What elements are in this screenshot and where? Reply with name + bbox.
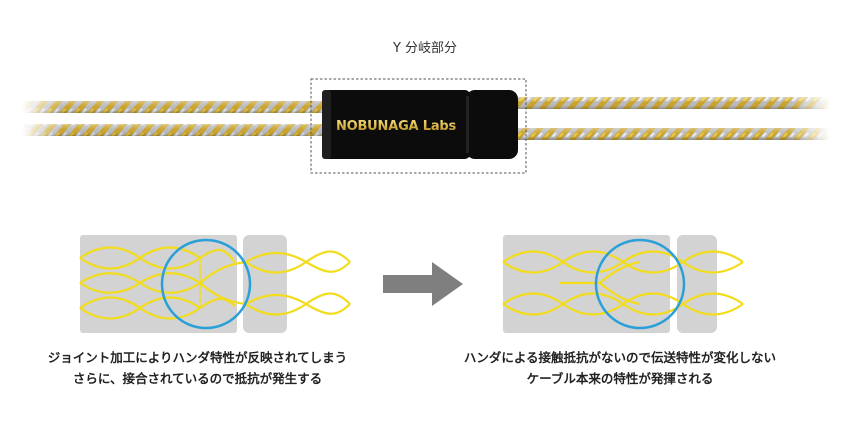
caption-left-line2: さらに、接合されているので抵抗が発生する	[72, 371, 323, 386]
caption-right: ハンダによる接触抵抗がないので伝送特性が変化しない ケーブル本来の特性が発揮され…	[420, 347, 820, 389]
caption-left-line1: ジョイント加工によりハンダ特性が反映されてしまう	[47, 350, 348, 365]
joint-wires-left	[79, 246, 236, 320]
joint-diagram	[79, 235, 351, 333]
cable-left	[22, 98, 322, 140]
caption-right-line2: ケーブル本来の特性が発揮される	[526, 371, 714, 386]
splitter-body	[322, 90, 470, 159]
cable-right	[518, 94, 830, 142]
cable-assembly: NOBUNAGA Labs	[22, 78, 830, 174]
caption-right-line1: ハンダによる接触抵抗がないので伝送特性が変化しない	[463, 350, 777, 365]
continuous-focus-circle	[594, 238, 686, 330]
joint-wires-branch	[199, 250, 351, 316]
arrow-icon	[383, 262, 463, 306]
continuous-wires	[502, 250, 744, 316]
splitter-highlight-box	[310, 78, 527, 174]
joint-focus-circle	[160, 238, 252, 330]
continuous-diagram	[502, 235, 744, 333]
splitter-cap	[466, 90, 518, 159]
brand-label: NOBUNAGA Labs	[336, 119, 457, 134]
section-title: Y 分岐部分	[392, 41, 458, 56]
caption-left: ジョイント加工によりハンダ特性が反映されてしまう さらに、接合されているので抵抗…	[0, 347, 395, 389]
